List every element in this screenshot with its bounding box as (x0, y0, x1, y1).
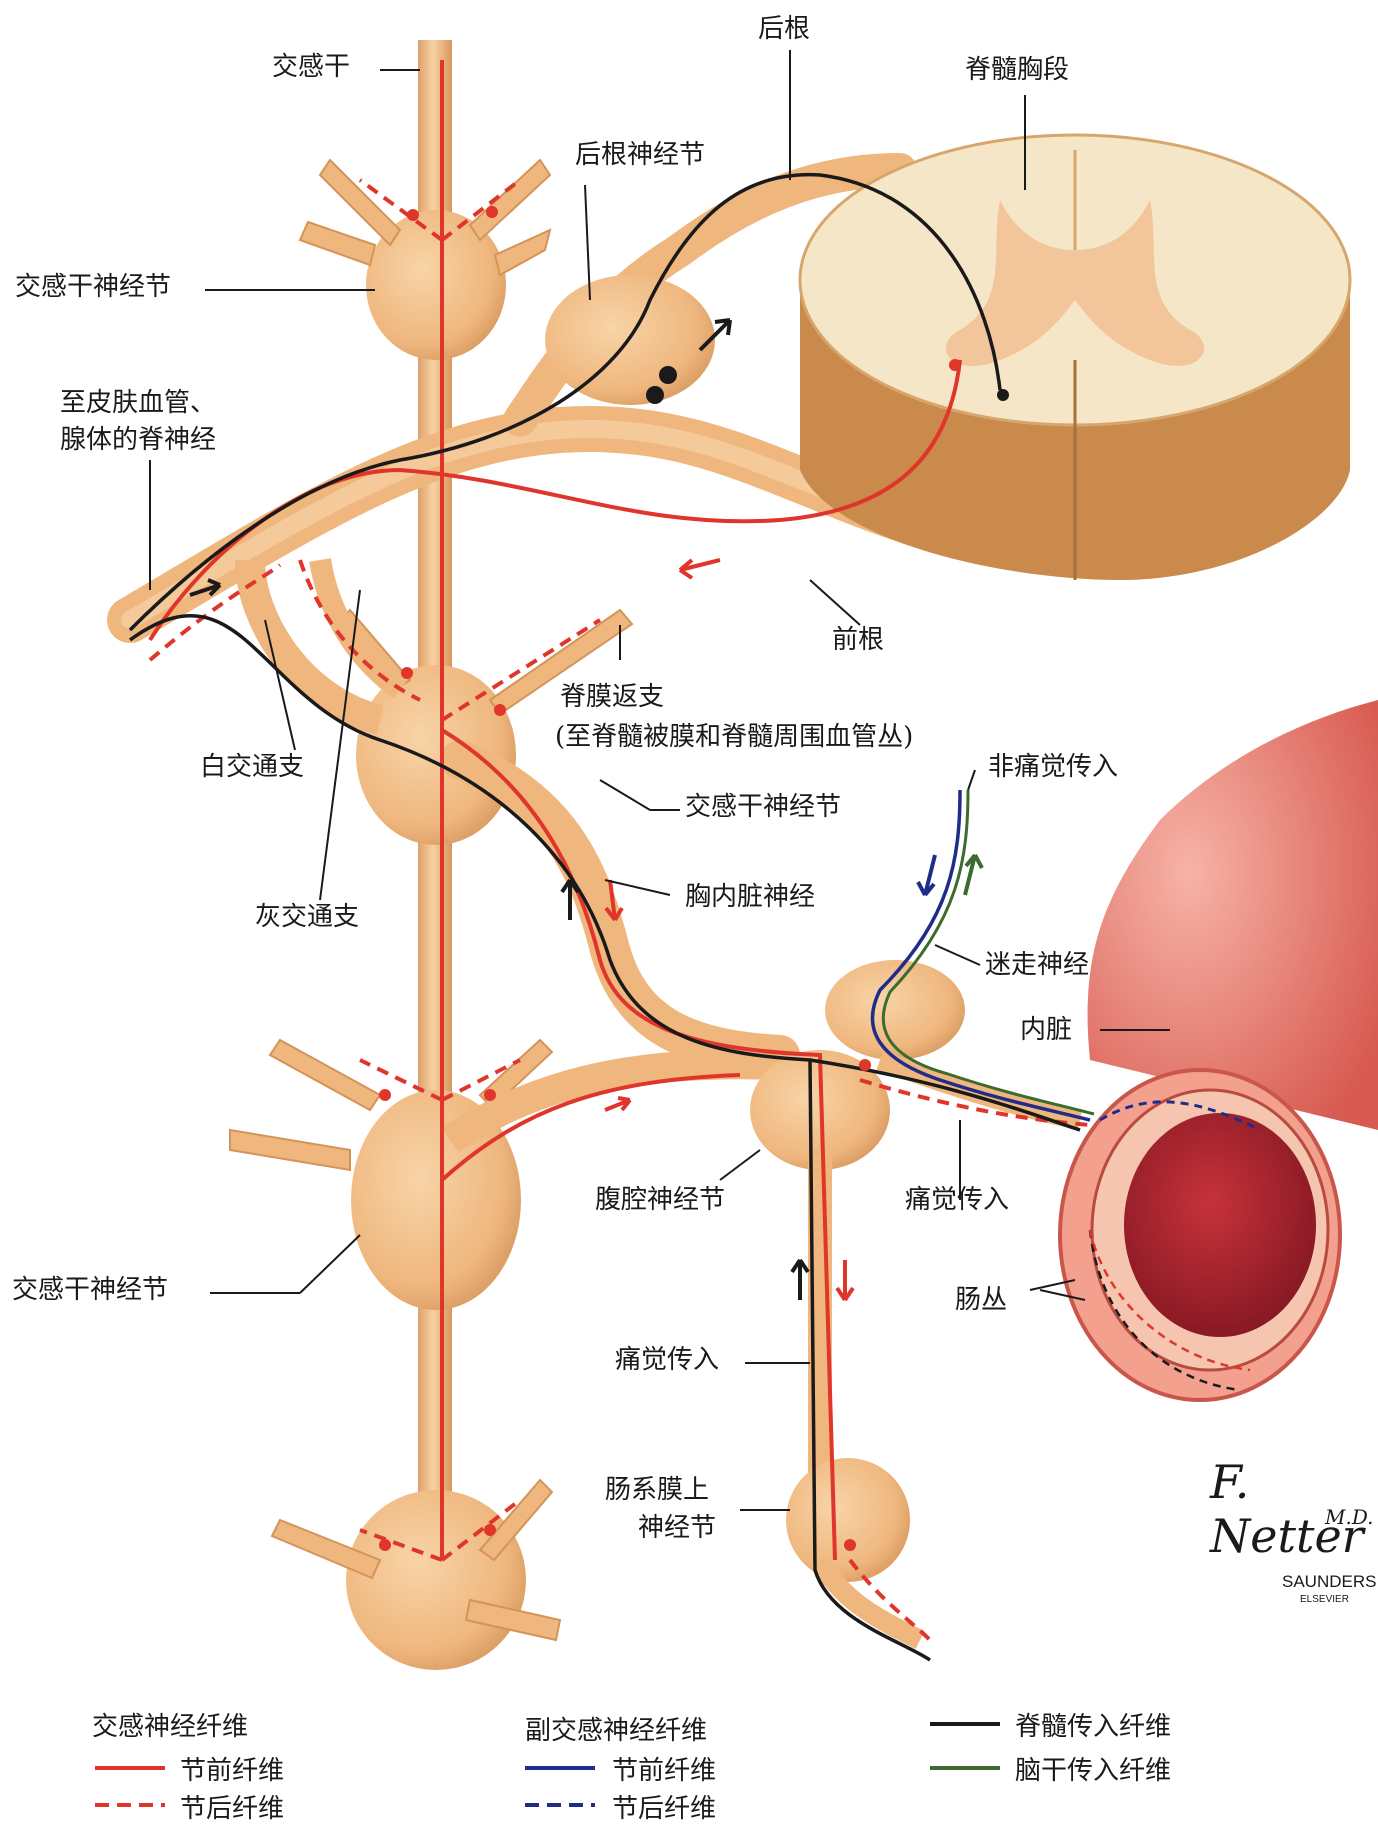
legend-parasympathetic-title: 副交感神经纤维 (525, 1710, 707, 1747)
label-meningeal-branch: 脊膜返支 (560, 682, 664, 713)
label-sup-mesenteric-line1: 肠系膜上 (605, 1475, 709, 1506)
label-sympathetic-ganglion-3: 交感干神经节 (12, 1275, 168, 1306)
legend-symp-pre-label: 节前纤维 (180, 1750, 284, 1787)
legend-spinal-aff-label: 脊髓传入纤维 (1015, 1706, 1171, 1743)
legend-para-pre-label: 节前纤维 (612, 1750, 716, 1787)
legend-brainstem-aff-label: 脑干传入纤维 (1015, 1750, 1171, 1787)
label-to-skin-line2: 腺体的脊神经 (60, 425, 216, 456)
label-to-skin-line1: 至皮肤血管、 (60, 388, 216, 419)
superior-mesenteric-ganglion (786, 1458, 910, 1582)
viscera-gut (1060, 700, 1378, 1400)
signature-suffix: M.D. (1325, 1505, 1374, 1529)
legend-symp-post-label: 节后纤维 (180, 1788, 284, 1825)
label-ventral-root: 前根 (832, 625, 884, 656)
spinal-cord-segment (800, 135, 1350, 580)
label-sympathetic-trunk: 交感干 (272, 52, 350, 83)
label-meningeal-branch-note: (至脊髓被膜和脊髓周围血管丛) (555, 722, 913, 753)
label-white-ramus: 白交通支 (200, 752, 304, 783)
label-sup-mesenteric-line2: 神经节 (638, 1513, 716, 1544)
label-vagus: 迷走神经 (985, 950, 1089, 981)
label-spinal-cord-thoracic: 脊髓胸段 (965, 55, 1069, 86)
label-non-pain-afferent: 非痛觉传入 (988, 752, 1118, 783)
label-dorsal-root-ganglion: 后根神经节 (575, 140, 705, 171)
publisher-name: SAUNDERS (1282, 1572, 1376, 1592)
label-gray-ramus: 灰交通支 (255, 902, 359, 933)
label-pain-afferent-2: 痛觉传入 (615, 1345, 719, 1376)
legend-para-post-label: 节后纤维 (612, 1788, 716, 1825)
publisher-imprint: ELSEVIER (1300, 1594, 1349, 1606)
label-enteric-plexus: 肠丛 (955, 1285, 1007, 1316)
legend-sympathetic-title: 交感神经纤维 (92, 1706, 248, 1743)
label-dorsal-root: 后根 (758, 14, 810, 45)
label-celiac-ganglion: 腹腔神经节 (595, 1185, 725, 1216)
label-viscera: 内脏 (1020, 1015, 1072, 1046)
label-thoracic-splanchnic: 胸内脏神经 (685, 882, 815, 913)
label-pain-afferent-1: 痛觉传入 (905, 1185, 1009, 1216)
label-sympathetic-ganglion-1: 交感干神经节 (15, 272, 171, 303)
label-sympathetic-ganglion-2: 交感干神经节 (685, 792, 841, 823)
